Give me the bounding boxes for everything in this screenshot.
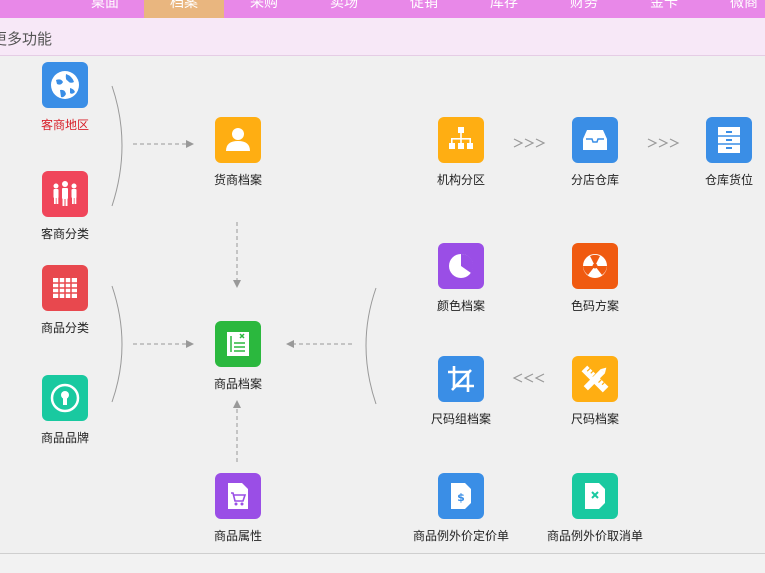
radiation-icon <box>572 243 618 289</box>
section-header: 更多功能 <box>0 18 765 56</box>
price-doc-icon: $ <box>438 473 484 519</box>
person-icon <box>215 117 261 163</box>
size-file-label: 尺码档案 <box>570 412 619 426</box>
price-exception-cancel-item[interactable]: 商品例外价取消单 <box>535 473 655 544</box>
ruler-pencil-icon <box>572 356 618 402</box>
spreadsheet-icon <box>215 321 261 367</box>
product-attribute-label: 商品属性 <box>213 529 262 543</box>
customer-category-item[interactable]: 客商分类 <box>5 171 125 242</box>
supplier-file-label: 货商档案 <box>213 173 262 187</box>
svg-text:$: $ <box>457 491 465 504</box>
product-brand-item[interactable]: 商品品牌 <box>5 375 125 446</box>
price-exception-set-item[interactable]: $ 商品例外价定价单 <box>401 473 521 544</box>
bottom-divider <box>0 553 765 554</box>
cabinet-icon <box>706 117 752 163</box>
size-file-item[interactable]: 尺码档案 <box>535 356 655 427</box>
size-group-file-label: 尺码组档案 <box>430 412 491 426</box>
function-map <box>0 56 765 553</box>
org-division-label: 机构分区 <box>436 173 485 187</box>
tab-files[interactable]: 档案 <box>144 0 224 18</box>
warehouse-location-label: 仓库货位 <box>704 173 753 187</box>
tab-finance[interactable]: 财务 <box>570 0 598 11</box>
section-title: 更多功能 <box>0 30 53 48</box>
size-group-file-item[interactable]: 尺码组档案 <box>401 356 521 427</box>
tab-promotion[interactable]: 促销 <box>410 0 438 11</box>
cancel-doc-icon <box>572 473 618 519</box>
product-category-label: 商品分类 <box>40 321 89 335</box>
top-nav-bar: 桌面 档案 采购 卖场 促销 库存 财务 金卡 微商 <box>0 0 765 18</box>
tab-micro-shop[interactable]: 微商 <box>730 0 758 11</box>
org-division-item[interactable]: 机构分区 <box>401 117 521 188</box>
color-code-scheme-label: 色码方案 <box>570 299 619 313</box>
inbox-icon <box>572 117 618 163</box>
branch-warehouse-item[interactable]: 分店仓库 <box>535 117 655 188</box>
customer-category-label: 客商分类 <box>40 227 89 241</box>
product-attribute-item[interactable]: 商品属性 <box>178 473 298 544</box>
color-file-item[interactable]: 颜色档案 <box>401 243 521 314</box>
color-code-scheme-item[interactable]: 色码方案 <box>535 243 655 314</box>
cart-icon <box>215 473 261 519</box>
pie-icon <box>438 243 484 289</box>
keyhole-icon <box>42 375 88 421</box>
customer-region-label: 客商地区 <box>40 118 89 132</box>
price-exception-cancel-label: 商品例外价取消单 <box>546 529 643 543</box>
globe-icon <box>42 62 88 108</box>
price-exception-set-label: 商品例外价定价单 <box>412 529 509 543</box>
tab-inventory[interactable]: 库存 <box>490 0 518 11</box>
product-file-item[interactable]: 商品档案 <box>178 321 298 392</box>
people-icon <box>42 171 88 217</box>
tab-gold-card[interactable]: 金卡 <box>650 0 678 11</box>
product-brand-label: 商品品牌 <box>40 431 89 445</box>
supplier-file-item[interactable]: 货商档案 <box>178 117 298 188</box>
tab-purchase[interactable]: 采购 <box>250 0 278 11</box>
tab-store[interactable]: 卖场 <box>330 0 358 11</box>
warehouse-location-item[interactable]: 仓库货位 <box>669 117 765 188</box>
tab-desktop[interactable]: 桌面 <box>91 0 119 11</box>
crop-icon <box>438 356 484 402</box>
product-file-label: 商品档案 <box>213 377 262 391</box>
grid-icon <box>42 265 88 311</box>
org-chart-icon <box>438 117 484 163</box>
branch-warehouse-label: 分店仓库 <box>570 173 619 187</box>
customer-region-item[interactable]: 客商地区 <box>5 62 125 133</box>
color-file-label: 颜色档案 <box>436 299 485 313</box>
product-category-item[interactable]: 商品分类 <box>5 265 125 336</box>
